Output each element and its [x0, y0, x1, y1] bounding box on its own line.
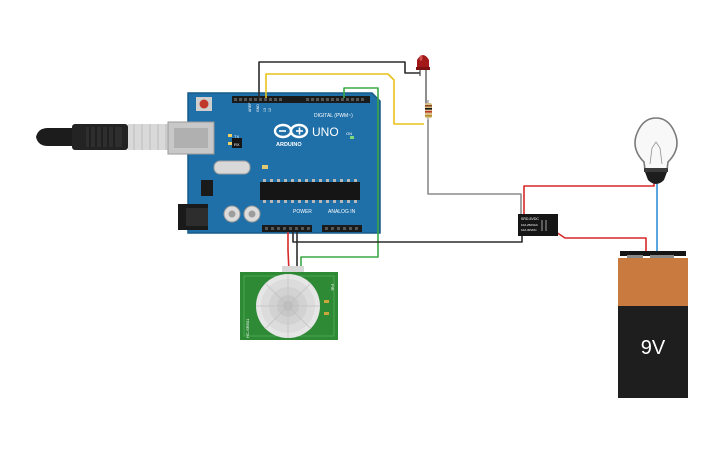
pir-right-label: PIR — [330, 284, 335, 291]
relay-text-2: 10A 250VAC — [521, 223, 539, 227]
pir-left-label: HC-SR501 — [245, 318, 250, 338]
wire-red-5v-pir[interactable] — [287, 232, 290, 273]
atmega-chip — [260, 182, 360, 200]
relay-module[interactable]: SRD-5VDC 10A 250VAC 10A 30VDC — [518, 214, 558, 236]
arduino-uno-board[interactable]: TX RX ON UNO ARDUINO AREF — [167, 92, 381, 234]
battery-label: 9V — [641, 337, 666, 359]
board-brand: ARDUINO — [276, 142, 302, 148]
power-header-label: POWER — [293, 209, 312, 215]
pin-gnd-label: GND — [256, 104, 260, 112]
usb-cable — [36, 124, 172, 150]
wire-black-gnd-led[interactable] — [258, 61, 420, 98]
analog-header-label: ANALOG IN — [328, 209, 356, 215]
resistor[interactable] — [425, 100, 432, 122]
crystal-oscillator — [213, 160, 251, 175]
pin-13-label: 13 — [263, 108, 267, 112]
wire-black-gnd-relay[interactable] — [292, 232, 523, 243]
on-label: ON — [346, 131, 352, 136]
rx-label: RX — [234, 142, 240, 147]
digital-header-pins — [234, 98, 364, 101]
wire-red-relay-battery[interactable] — [555, 231, 647, 252]
pir-motion-sensor[interactable]: HC-SR501 PIR — [240, 266, 338, 340]
light-bulb[interactable] — [634, 117, 678, 184]
arduino-logo-icon — [273, 123, 309, 139]
pin-aref-label: AREF — [248, 103, 252, 112]
digital-header-label: DIGITAL (PWM~) — [314, 113, 353, 119]
digital-header[interactable] — [232, 96, 370, 103]
wire-red-relay-bulb[interactable] — [523, 182, 655, 218]
pir-dome — [256, 274, 320, 338]
pin-12-label: 12 — [268, 108, 272, 112]
relay-text-1: SRD-5VDC — [521, 217, 539, 221]
wire-green-pir-out[interactable] — [300, 87, 379, 272]
wires — [258, 61, 658, 273]
wire-gray-resistor-relay[interactable] — [427, 120, 522, 216]
tx-label: TX — [234, 134, 239, 139]
power-header[interactable] — [262, 225, 312, 232]
battery-9v[interactable]: 9V — [618, 251, 688, 398]
board-model: UNO — [312, 125, 339, 139]
voltage-regulator — [201, 180, 213, 196]
wire-yellow-pin13-resistor[interactable] — [265, 73, 424, 125]
analog-header[interactable] — [322, 225, 362, 232]
relay-text-3: 10A 30VDC — [521, 228, 538, 232]
red-led[interactable] — [416, 55, 430, 104]
